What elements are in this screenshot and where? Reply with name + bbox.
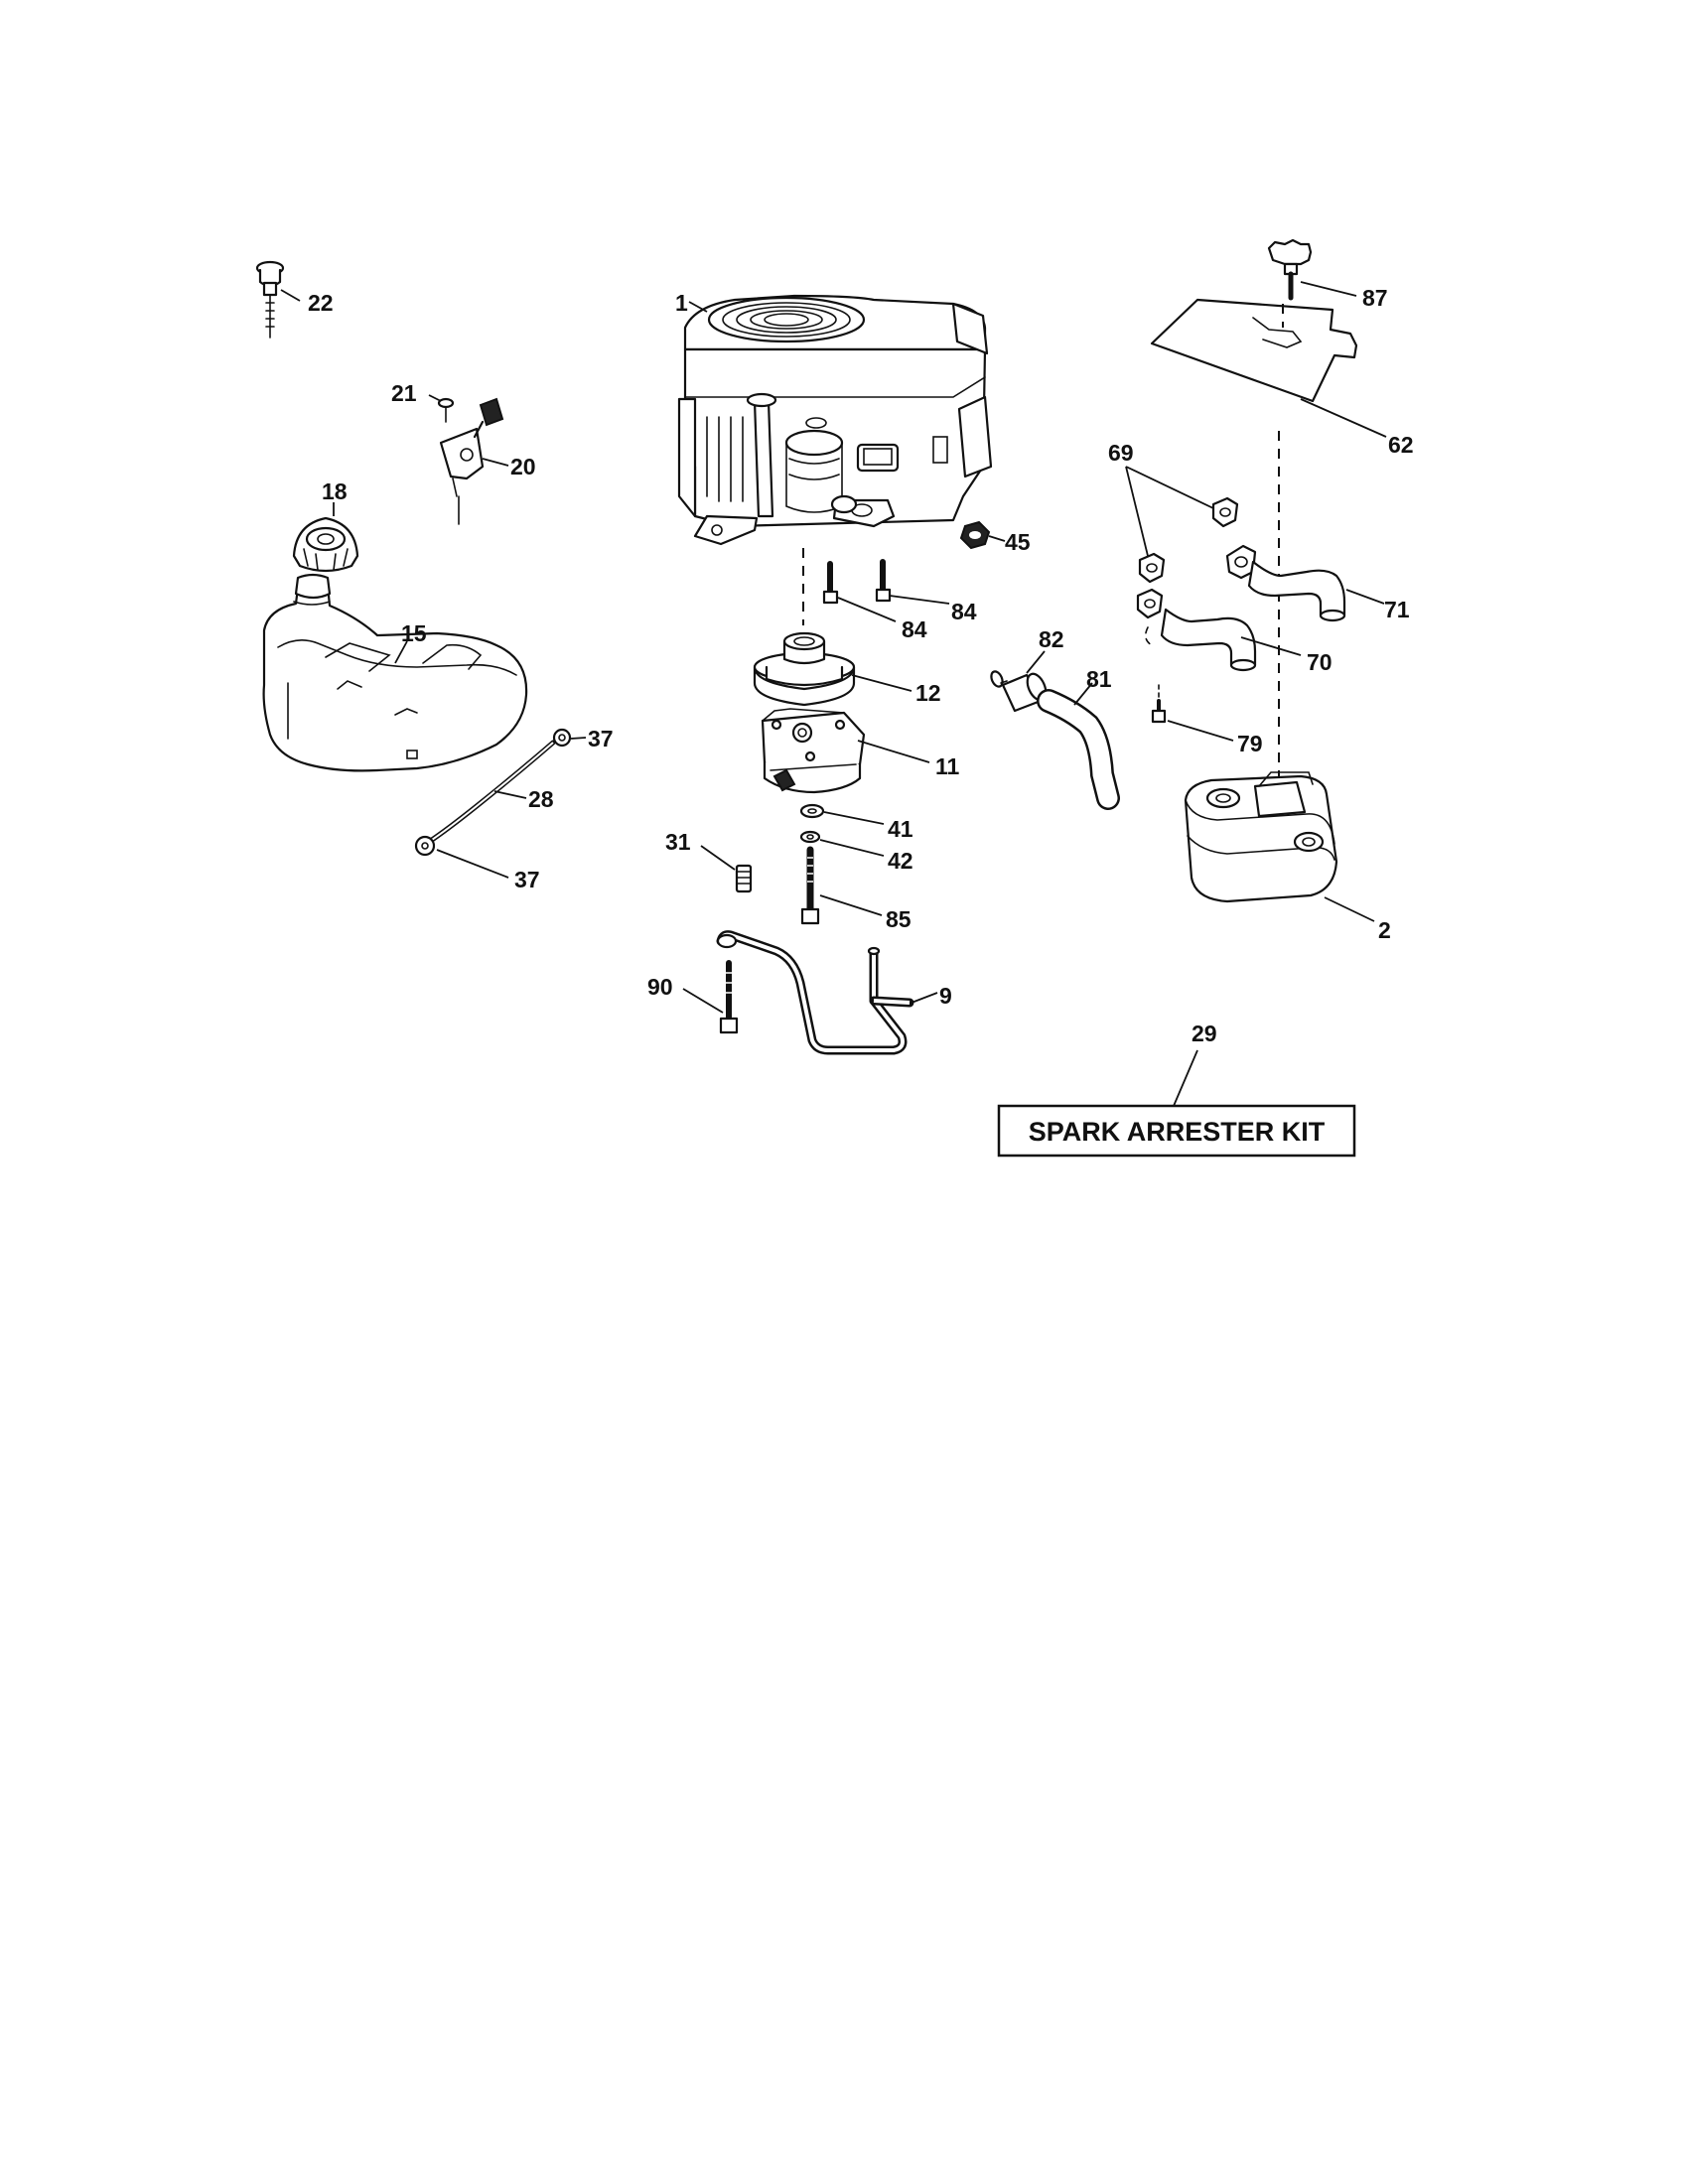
callout-22: 22: [308, 290, 334, 316]
ignition-key-22: [255, 260, 285, 339]
bracket-9: [716, 930, 914, 1055]
callout-1: 1: [675, 290, 688, 316]
callout-87: 87: [1362, 285, 1388, 311]
callout-82: 82: [1039, 626, 1064, 652]
callout-11: 11: [935, 753, 960, 779]
washer-42: [799, 830, 821, 844]
spark-arrester-kit-label: SPARK ARRESTER KIT: [1029, 1117, 1326, 1147]
callout-79: 79: [1237, 731, 1263, 756]
muffler-2: [1184, 771, 1338, 903]
washer-41: [799, 803, 825, 819]
callout-28: 28: [528, 786, 554, 812]
gasket-69-mid: [1138, 552, 1166, 584]
callout-15: 15: [401, 620, 427, 646]
callout-31: 31: [665, 829, 691, 855]
callout-71: 71: [1384, 597, 1410, 622]
exhaust-pipe-71: [1225, 544, 1346, 622]
bolt-85: [800, 846, 820, 925]
callout-21: 21: [391, 380, 417, 406]
spring-31: [735, 864, 753, 893]
callout-81: 81: [1086, 666, 1112, 692]
callout-9: 9: [939, 983, 952, 1009]
clamp-37-lower: [414, 835, 436, 857]
callout-41: 41: [888, 816, 913, 842]
gasket-69-low: [1136, 588, 1164, 619]
pto-clutch-11: [761, 708, 866, 794]
callout-69: 69: [1108, 440, 1134, 466]
callout-37-lower: 37: [514, 867, 540, 892]
callout-90: 90: [647, 974, 673, 1000]
spark-arrester-kit-box: SPARK ARRESTER KIT: [997, 1104, 1356, 1158]
exhaust-pipe-70: [1144, 608, 1257, 672]
heat-shield-62: [1150, 298, 1358, 403]
screw-21: [437, 397, 455, 423]
callout-29: 29: [1192, 1021, 1217, 1046]
callout-84-left: 84: [902, 616, 927, 642]
gasket-69-top: [1211, 496, 1239, 528]
callout-42: 42: [888, 848, 913, 874]
throttle-control-20: [439, 397, 504, 525]
callout-2: 2: [1378, 917, 1391, 943]
callout-45: 45: [1005, 529, 1031, 555]
callout-37-upper: 37: [588, 726, 614, 751]
pulley-12: [753, 631, 856, 707]
bolt-84-right: [875, 559, 892, 603]
clamp-37-upper: [552, 728, 572, 748]
callout-85: 85: [886, 906, 912, 932]
fuel-cap-18: [292, 516, 359, 573]
callout-20: 20: [510, 454, 536, 479]
callout-18: 18: [322, 478, 348, 504]
nut-45: [959, 520, 991, 550]
fuel-tank-15: [262, 573, 528, 772]
bolt-90: [719, 960, 739, 1034]
callout-12: 12: [915, 680, 941, 706]
bolt-87: [1267, 238, 1313, 301]
callout-62: 62: [1388, 432, 1414, 458]
engine-1: [677, 294, 993, 546]
hose-81: [1037, 689, 1120, 810]
bolt-84-left: [822, 561, 839, 605]
fuel-line-28: [426, 740, 556, 845]
callout-84-right: 84: [951, 599, 977, 624]
screw-79: [1151, 684, 1167, 724]
callout-70: 70: [1307, 649, 1333, 675]
